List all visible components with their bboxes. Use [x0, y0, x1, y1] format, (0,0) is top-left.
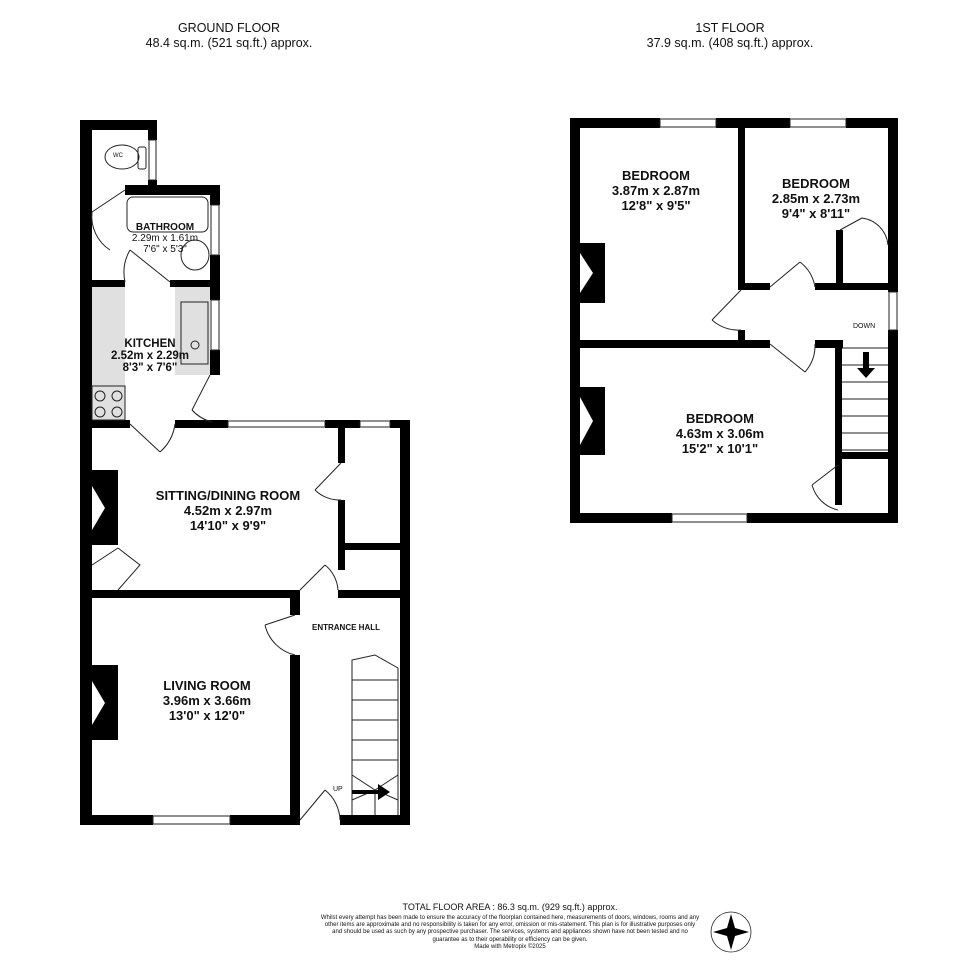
disclaimer: Whilst every attempt has been made to en… [320, 915, 700, 943]
room-label-bathroom: BATHROOM 2.29m x 1.61m 7'6" x 5'3" [132, 222, 198, 255]
total-floor-area: TOTAL FLOOR AREA : 86.3 sq.m. (929 sq.ft… [402, 902, 618, 912]
room-name: BATHROOM [135, 222, 195, 233]
room-metric: 3.87m x 2.87m [611, 183, 701, 198]
room-label-living-room: LIVING ROOM 3.96m x 3.66m 13'0" x 12'0" [163, 678, 251, 723]
room-name: LIVING ROOM [163, 678, 251, 693]
room-metric: 4.63m x 3.06m [675, 426, 765, 441]
first-floor-title: 1ST FLOOR [695, 21, 765, 35]
basin-icon [180, 239, 210, 271]
sink-icon [180, 301, 209, 365]
room-metric: 4.52m x 2.97m [183, 503, 273, 518]
room-name: KITCHEN [124, 338, 176, 350]
wc-label: WC [113, 153, 123, 159]
hob-icon [91, 385, 126, 421]
footer: TOTAL FLOOR AREA : 86.3 sq.m. (929 sq.ft… [320, 902, 700, 951]
room-imperial: 7'6" x 5'3" [143, 244, 187, 255]
room-metric: 2.52m x 2.29m [110, 350, 190, 362]
room-label-bedroom-2: BEDROOM 2.85m x 2.73m 9'4" x 8'11" [772, 176, 860, 221]
first-floor-header: 1ST FLOOR 37.9 sq.m. (408 sq.ft.) approx… [580, 21, 880, 51]
room-label-bedroom-1: BEDROOM 3.87m x 2.87m 12'8" x 9'5" [612, 168, 700, 213]
first-floor-walls [570, 118, 898, 523]
down-arrow-icon [857, 352, 875, 378]
room-label-sitting-dining-room: SITTING/DINING ROOM 4.52m x 2.97m 14'10"… [156, 488, 300, 533]
room-imperial: 9'4" x 8'11" [781, 206, 851, 221]
ground-floor-fixtures [91, 144, 399, 815]
ground-floor-header: GROUND FLOOR 48.4 sq.m. (521 sq.ft.) app… [79, 21, 379, 51]
bath-icon [126, 196, 209, 233]
stairs-up-label: UP [333, 786, 343, 793]
room-label-bedroom-3: BEDROOM 4.63m x 3.06m 15'2" x 10'1" [676, 411, 764, 456]
room-label-entrance-hall: ENTRANCE HALL [312, 620, 380, 635]
ground-floor-doors [91, 189, 342, 821]
first-floor-doors [711, 217, 889, 511]
room-name: SITTING/DINING ROOM [155, 488, 301, 503]
ground-floor-walls [80, 120, 410, 825]
room-name: BEDROOM [782, 176, 850, 191]
first-floor-windows [659, 118, 898, 523]
room-imperial: 13'0" x 12'0" [168, 708, 246, 723]
room-metric: 3.96m x 3.66m [162, 693, 252, 708]
room-name: BEDROOM [686, 411, 754, 426]
room-imperial: 8'3" x 7'6" [122, 362, 178, 374]
room-label-kitchen: KITCHEN 2.52m x 2.29m 8'3" x 7'6" [111, 338, 189, 374]
room-imperial: 12'8" x 9'5" [621, 198, 691, 213]
first-floor-area: 37.9 sq.m. (408 sq.ft.) approx. [646, 36, 814, 50]
credit: Made with Metropix ©2025 [474, 943, 546, 950]
room-imperial: 15'2" x 10'1" [681, 441, 759, 456]
up-arrow-icon [352, 784, 390, 800]
ground-floor-title: GROUND FLOOR [177, 21, 281, 35]
room-imperial: 14'10" x 9'9" [189, 518, 267, 533]
stairs-down-label: DOWN [853, 323, 876, 330]
room-name: ENTRANCE HALL [312, 623, 380, 632]
compass-icon [710, 911, 752, 953]
ground-floor-area: 48.4 sq.m. (521 sq.ft.) approx. [145, 36, 313, 50]
toilet-icon [104, 144, 140, 170]
room-name: BEDROOM [622, 168, 690, 183]
room-metric: 2.29m x 1.61m [131, 233, 199, 244]
room-metric: 2.85m x 2.73m [771, 191, 861, 206]
ground-floor-windows [148, 139, 391, 825]
